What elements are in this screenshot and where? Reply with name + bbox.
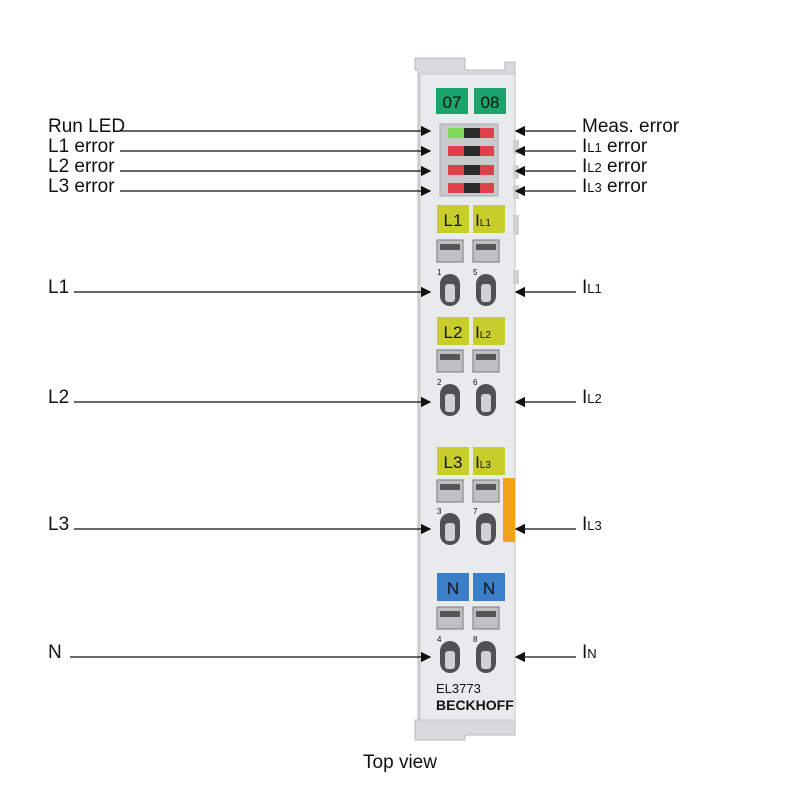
channel-tags: L1 IL1 L2 IL2 L3 IL3 N N <box>437 205 505 601</box>
label-l1: L1 <box>48 277 70 298</box>
label-il1-error: IL1 error <box>582 136 648 157</box>
l2-error-led <box>448 165 464 175</box>
terminal-number-8: 8 <box>473 635 478 644</box>
il2-error-led <box>480 165 494 175</box>
terminal-number-4: 4 <box>437 635 442 644</box>
tag-n-right <box>473 573 505 601</box>
label-l3-error: L3 error <box>48 176 115 197</box>
tag-07-text: 07 <box>443 93 462 112</box>
tag-08-text: 08 <box>481 93 500 112</box>
tag-l1 <box>437 205 469 233</box>
led-block <box>439 123 499 197</box>
tag-il3 <box>473 447 505 475</box>
tag-n-left-text: N <box>447 579 459 598</box>
tag-il2 <box>473 317 505 345</box>
terminal-number-2: 2 <box>437 378 442 387</box>
terminal-number-3: 3 <box>437 507 442 516</box>
terminal-number-6: 6 <box>473 378 478 387</box>
brand-logo: BECKHOFF <box>436 697 514 713</box>
tag-il1-text: IL1 <box>475 211 491 230</box>
l3-error-led <box>448 183 464 193</box>
tag-n-left <box>437 573 469 601</box>
label-run-led: Run LED <box>48 116 126 137</box>
label-l2-error: L2 error <box>48 156 115 177</box>
tag-il3-text: IL3 <box>475 453 491 472</box>
label-il2-error: IL2 error <box>582 156 648 177</box>
label-in: IN <box>582 642 597 663</box>
run-led <box>448 128 464 138</box>
orange-tab <box>503 478 515 542</box>
label-n: N <box>48 642 62 663</box>
label-il3: IL3 <box>582 514 602 535</box>
label-l2: L2 <box>48 387 70 408</box>
tag-il2-text: IL2 <box>475 323 491 342</box>
caption-top-view: Top view <box>363 752 437 773</box>
l1-error-led <box>448 146 464 156</box>
tag-l2 <box>437 317 469 345</box>
terminal-number-7: 7 <box>473 507 478 516</box>
tag-il1 <box>473 205 505 233</box>
meas-error-led <box>480 128 494 138</box>
terminal-number-1: 1 <box>437 268 442 277</box>
top-tags: 07 08 <box>436 88 506 114</box>
left-leader-lines <box>70 125 432 663</box>
right-leader-lines <box>514 125 576 663</box>
label-il2: IL2 <box>582 387 602 408</box>
terminals: 1 5 2 6 3 7 4 8 <box>436 239 500 673</box>
terminal-number-5: 5 <box>473 268 478 277</box>
label-l3: L3 <box>48 514 70 535</box>
label-l1-error: L1 error <box>48 136 115 157</box>
il1-error-led <box>480 146 494 156</box>
label-il3-error: IL3 error <box>582 176 648 197</box>
tag-07 <box>436 88 468 114</box>
il3-error-led <box>480 183 494 193</box>
label-meas-error: Meas. error <box>582 116 680 137</box>
tag-08 <box>474 88 506 114</box>
tag-l3 <box>437 447 469 475</box>
tag-l2-text: L2 <box>444 323 463 342</box>
label-il1: IL1 <box>582 277 602 298</box>
tag-l3-text: L3 <box>444 453 463 472</box>
tag-n-right-text: N <box>483 579 495 598</box>
model-number: EL3773 <box>436 681 481 696</box>
tag-l1-text: L1 <box>444 211 463 230</box>
